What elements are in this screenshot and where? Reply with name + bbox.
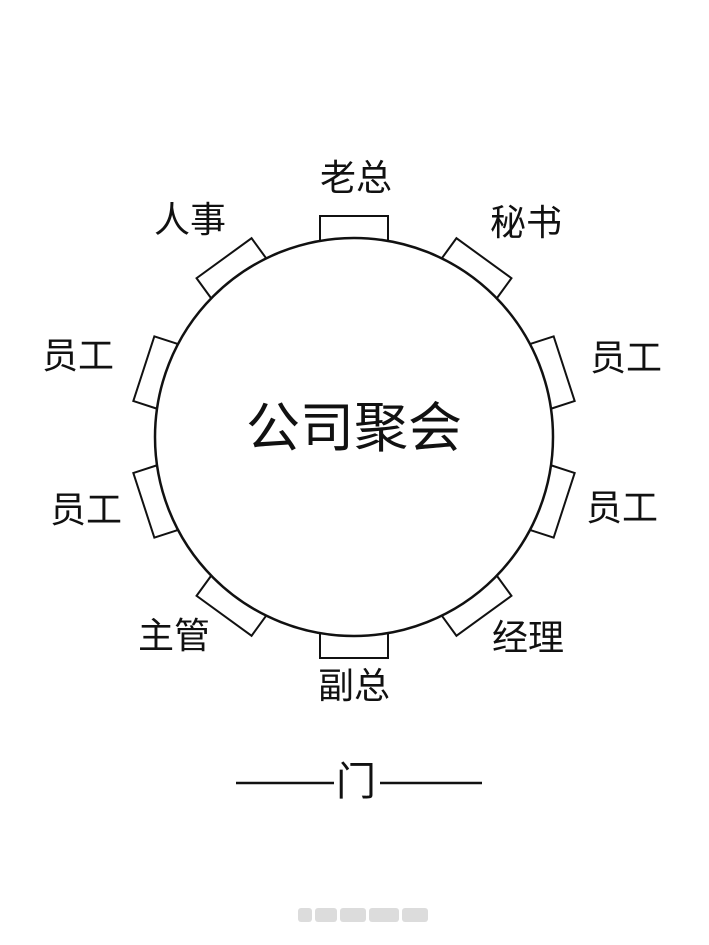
seat-label-1: 老总 (320, 158, 392, 199)
seat-label-10: 人事 (154, 200, 226, 241)
seat-label-3: 员工 (590, 338, 662, 379)
seat-label-7: 主管 (138, 616, 210, 657)
seat-label-6: 副总 (318, 666, 390, 707)
seat-label-9: 员工 (42, 336, 114, 377)
table-title: 公司聚会 (246, 397, 462, 460)
seat-label-2: 秘书 (490, 203, 562, 244)
seat-label-8: 员工 (50, 490, 122, 531)
round-table (153, 236, 555, 638)
seat-label-5: 经理 (492, 618, 564, 659)
watermark (298, 907, 430, 923)
seat-label-4: 员工 (586, 488, 658, 529)
door-label: 门 (336, 759, 376, 805)
